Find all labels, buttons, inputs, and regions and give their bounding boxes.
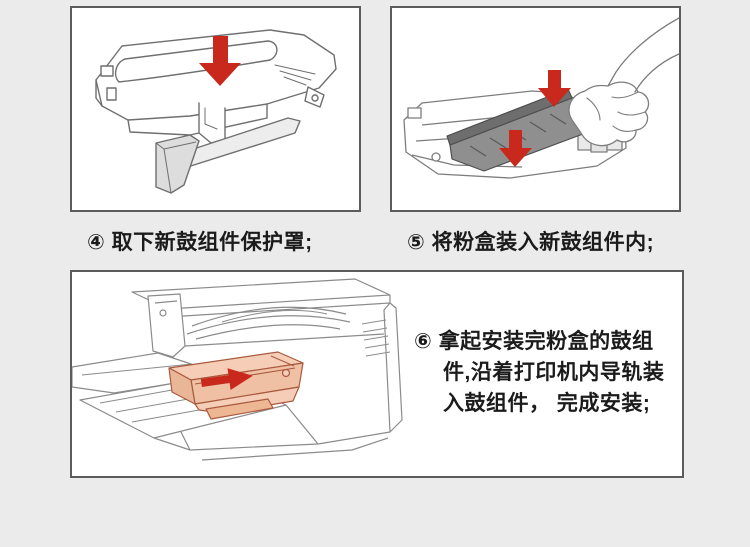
printer-install-illustration: [72, 278, 403, 461]
protective-cover-drawing: [155, 117, 301, 194]
down-arrow-icon: [199, 36, 241, 86]
hand-drawing: [568, 17, 679, 147]
step4-caption: ④ 取下新鼓组件保护罩;: [87, 231, 313, 254]
drum-assembly-drawing: [168, 351, 304, 420]
step6-caption: ⑥ 拿起安装完粉盒的鼓组 件,沿着打印机内导轨装 入鼓组件， 完成安装;: [414, 326, 676, 419]
insert-arrow-group: [200, 368, 253, 390]
down-arrow-icon: [499, 130, 532, 167]
drum-unit-cover-illustration: [95, 29, 337, 194]
step5-caption: ⑤ 将粉盒装入新鼓组件内;: [407, 231, 655, 254]
step4-illustration-panel: [70, 6, 361, 212]
step6-caption-line2: 件,沿着打印机内导轨装: [443, 361, 665, 384]
step6-caption-line3: 入鼓组件， 完成安装;: [443, 392, 651, 415]
insert-arrow-icon: [200, 368, 253, 390]
step6-caption-line1: ⑥ 拿起安装完粉盒的鼓组: [414, 330, 654, 353]
down-arrow-icon: [538, 70, 571, 107]
step6-illustration-panel: ⑥ 拿起安装完粉盒的鼓组 件,沿着打印机内导轨装 入鼓组件， 完成安装;: [70, 270, 684, 478]
step5-illustration-panel: [390, 6, 681, 212]
toner-insert-illustration: [403, 17, 679, 179]
